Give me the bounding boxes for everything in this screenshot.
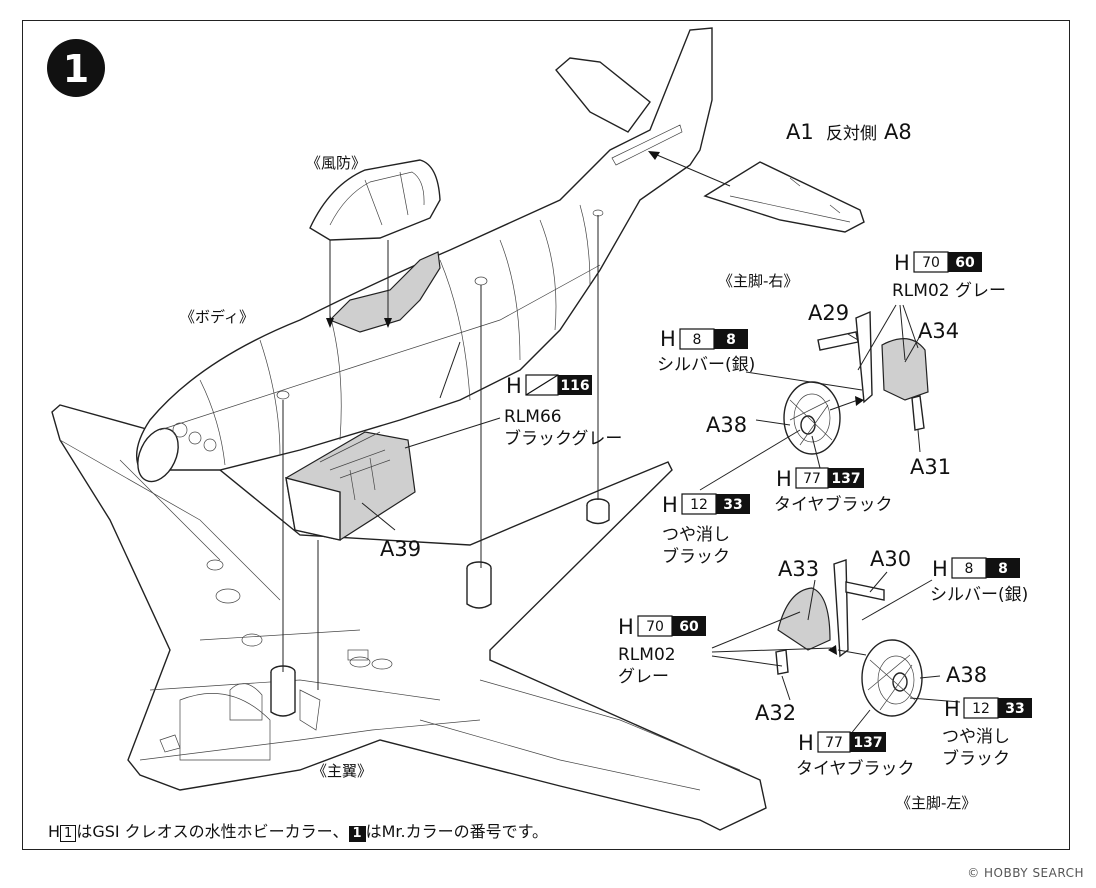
svg-text:ブラック: ブラック — [662, 546, 730, 567]
svg-text:60: 60 — [679, 619, 699, 635]
part-a38-top-label: A38 — [706, 413, 747, 437]
svg-text:つや消し: つや消し — [662, 525, 730, 545]
footer-text-mrcolor: はMr.カラーの番号です。 — [365, 822, 548, 841]
part-a32-label: A32 — [755, 701, 796, 725]
svg-text:H: H — [894, 251, 910, 275]
svg-text:70: 70 — [646, 619, 664, 635]
svg-text:グレー: グレー — [618, 667, 669, 687]
part-a30-label: A30 — [870, 547, 911, 571]
part-a39-label: A39 — [380, 537, 421, 561]
part-a34-label: A34 — [918, 319, 959, 343]
color-callout-h70-bottom: H 70 60 RLM02 グレー — [618, 615, 706, 687]
assembly-guide-lines — [282, 215, 599, 690]
footer-text-aqueous: はGSI クレオスの水性ホビーカラー、 — [76, 822, 349, 841]
footer-h-prefix: H — [48, 822, 61, 841]
part-a38-bottom-label: A38 — [946, 663, 987, 687]
fuselage-drawing — [136, 27, 713, 483]
svg-text:77: 77 — [803, 471, 821, 487]
color-callout-h8-bottom: H 8 8 シルバー(銀) — [930, 557, 1028, 605]
svg-text:H: H — [944, 697, 960, 721]
canopy-drawing — [309, 159, 441, 328]
left-gear-section-label: 《主脚-左》 — [896, 794, 976, 812]
svg-text:116: 116 — [560, 378, 589, 394]
color-callout-h77-bottom: H 77 137 タイヤブラック — [796, 731, 915, 779]
svg-text:137: 137 — [853, 735, 882, 751]
elevator-part-a1 — [648, 151, 865, 233]
svg-text:8: 8 — [998, 561, 1008, 577]
svg-text:タイヤブラック: タイヤブラック — [774, 494, 893, 515]
svg-text:77: 77 — [825, 735, 843, 751]
main-wing-section-label: 《主翼》 — [312, 762, 372, 780]
svg-text:8: 8 — [965, 561, 974, 577]
svg-text:H: H — [506, 374, 522, 398]
watermark: © HOBBY SEARCH — [967, 866, 1084, 880]
svg-text:8: 8 — [693, 332, 702, 348]
part-a31-label: A31 — [910, 455, 951, 479]
svg-text:33: 33 — [723, 497, 742, 513]
svg-text:つや消し: つや消し — [942, 727, 1010, 747]
step-badge: 1 — [47, 39, 105, 97]
svg-text:H: H — [662, 493, 678, 517]
cockpit-tub-a39 — [285, 431, 416, 541]
svg-text:H: H — [798, 731, 814, 755]
svg-text:シルバー(銀): シルバー(銀) — [930, 585, 1028, 605]
svg-text:H: H — [932, 557, 948, 581]
part-a29-label: A29 — [808, 301, 849, 325]
part-a33-label: A33 — [778, 557, 819, 581]
svg-text:ブラック: ブラック — [942, 748, 1010, 769]
svg-text:70: 70 — [922, 255, 940, 271]
color-callout-h116: H 116 RLM66 ブラックグレー — [504, 374, 622, 449]
color-callout-h8-top: H 8 8 シルバー(銀) — [657, 327, 755, 375]
left-gear-drawing — [711, 559, 961, 736]
svg-text:シルバー(銀): シルバー(銀) — [657, 355, 755, 375]
footer-black-box: 1 — [348, 826, 366, 842]
color-callout-h12-bottom: H 12 33 つや消し ブラック — [942, 697, 1032, 769]
right-gear-drawing — [699, 304, 929, 491]
svg-text:12: 12 — [690, 497, 708, 513]
svg-text:RLM66: RLM66 — [504, 407, 562, 427]
svg-text:60: 60 — [955, 255, 975, 271]
body-section-label: 《ボディ》 — [180, 308, 254, 326]
part-a1-opposite-note: 反対側 — [826, 124, 877, 144]
color-callout-h12-top: H 12 33 つや消し ブラック — [662, 493, 750, 567]
part-a8-label: A8 — [884, 120, 912, 144]
svg-text:H: H — [660, 327, 676, 351]
step-number: 1 — [63, 47, 89, 91]
svg-text:RLM02: RLM02 — [618, 645, 676, 665]
svg-text:8: 8 — [726, 332, 736, 348]
svg-text:12: 12 — [972, 701, 990, 717]
color-callout-h77-top: H 77 137 タイヤブラック — [774, 467, 893, 515]
svg-text:H: H — [776, 467, 792, 491]
right-gear-section-label: 《主脚-右》 — [718, 272, 798, 290]
svg-text:タイヤブラック: タイヤブラック — [796, 758, 915, 779]
canopy-section-label: 《風防》 — [306, 154, 366, 172]
svg-text:33: 33 — [1005, 701, 1024, 717]
svg-text:ブラックグレー: ブラックグレー — [504, 428, 622, 449]
part-a1-label: A1 — [786, 120, 814, 144]
color-callout-h70-top: H 70 60 RLM02 グレー — [892, 251, 1006, 301]
instruction-frame — [22, 20, 1070, 850]
svg-text:H: H — [618, 615, 634, 639]
footer-white-box: 1 — [60, 825, 77, 842]
svg-text:RLM02 グレー: RLM02 グレー — [892, 281, 1006, 301]
svg-text:137: 137 — [831, 471, 860, 487]
main-wing-drawing — [51, 404, 767, 831]
